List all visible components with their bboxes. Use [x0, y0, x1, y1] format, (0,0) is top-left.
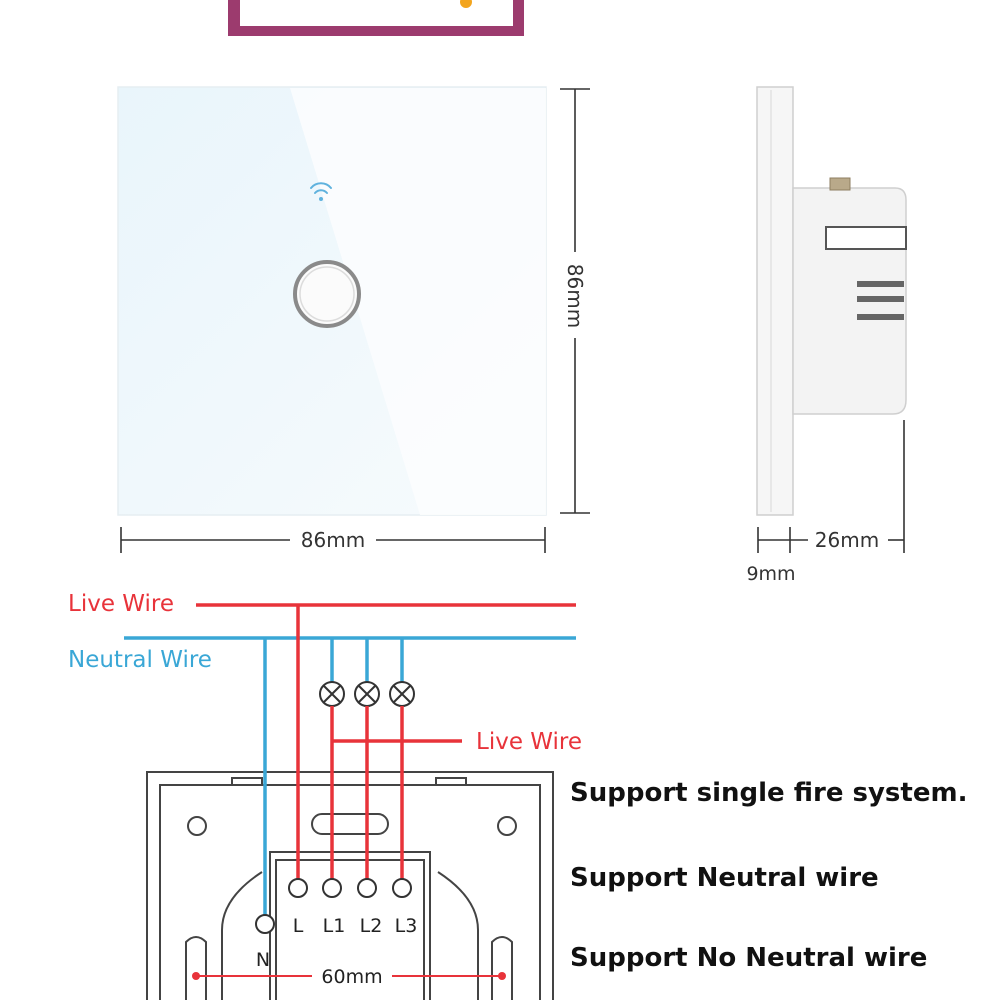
terminal-label-l3: L3 [395, 915, 418, 937]
lamp-icon [389, 681, 415, 707]
wifi-icon [310, 182, 332, 201]
spacing-label: 60mm [321, 966, 382, 988]
plate-label: 9mm [746, 563, 795, 585]
width-dimension [120, 527, 546, 553]
feature-item: Support Neutral wire [570, 863, 879, 893]
terminal-label-l1: L1 [323, 915, 346, 937]
switch-backplate [146, 771, 554, 1000]
terminal-label-n: N [256, 949, 270, 971]
side-screw [829, 177, 851, 191]
terminal-label-l2: L2 [360, 915, 383, 937]
depth-dimension [757, 420, 905, 553]
height-label: 86mm [563, 264, 587, 328]
lamp-icon [319, 681, 345, 707]
feature-item: Support No Neutral wire [570, 943, 927, 973]
feature-item: Support single fire system. [570, 778, 967, 808]
depth-label: 26mm [815, 528, 879, 552]
side-plate [756, 86, 794, 516]
spacing-dimension [192, 972, 506, 980]
lamp-icon [354, 681, 380, 707]
side-clip [825, 226, 907, 250]
front-view: 86mm 86mm [117, 86, 590, 553]
neutral-wire-label: Neutral Wire [68, 647, 212, 673]
live-wire-label-loads: Live Wire [476, 729, 582, 755]
live-wire-label-top: Live Wire [68, 591, 174, 617]
width-label: 86mm [301, 528, 365, 552]
height-dimension [560, 88, 590, 514]
terminal-screws [255, 878, 412, 934]
feature-list: Support single fire system. Support Neut… [570, 778, 967, 973]
banner-emoji-icon [460, 0, 472, 8]
terminal-label-l: L [293, 915, 304, 937]
wiring-diagram: Live Wire Neutral Wire [68, 591, 582, 1000]
top-banner [228, 0, 524, 36]
side-view: 26mm 9mm [746, 86, 907, 585]
glass-reflection [290, 88, 546, 515]
touch-button [293, 260, 361, 328]
